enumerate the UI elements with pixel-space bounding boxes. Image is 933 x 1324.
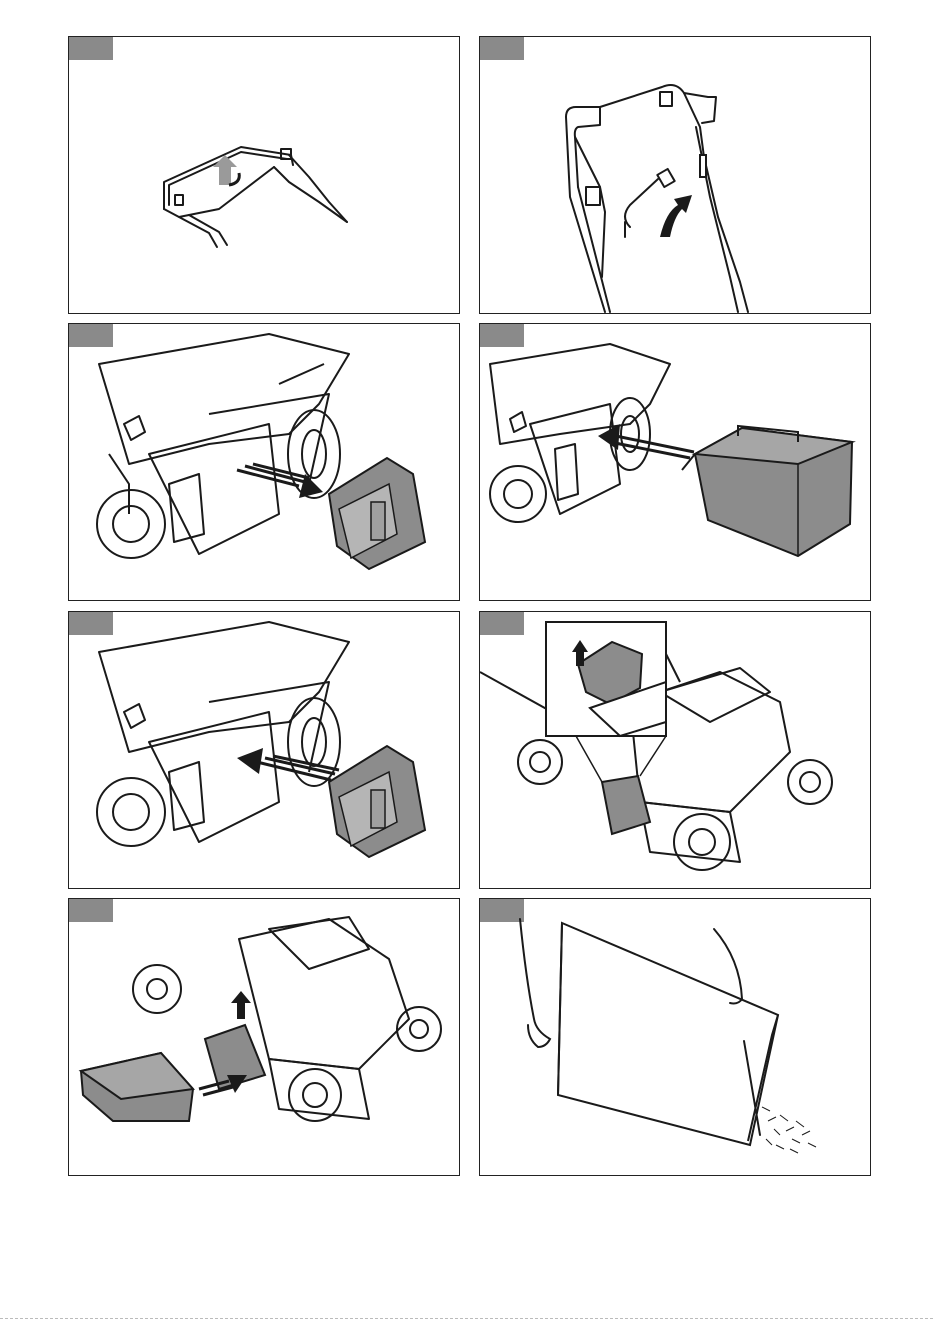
grass-bag-empty-illustration bbox=[480, 899, 870, 1175]
mulch-insert-install-illustration bbox=[69, 612, 459, 888]
panel-side-discharge-attach bbox=[68, 898, 460, 1176]
panel-handle-lever bbox=[479, 36, 871, 314]
page-bottom-rule bbox=[0, 1318, 933, 1319]
grass-bag-attach-illustration bbox=[480, 324, 870, 600]
handle-fold-illustration bbox=[69, 37, 459, 313]
side-flap-lift-illustration bbox=[480, 612, 870, 888]
panel-grass-bag-attach bbox=[479, 323, 871, 601]
panel-handle-fold bbox=[68, 36, 460, 314]
handle-lever-illustration bbox=[480, 37, 870, 313]
side-discharge-attach-illustration bbox=[69, 899, 459, 1175]
panel-mulch-insert-install bbox=[68, 611, 460, 889]
panel-side-flap-lift bbox=[479, 611, 871, 889]
panel-mulch-insert-removal bbox=[68, 323, 460, 601]
mulch-insert-removal-illustration bbox=[69, 324, 459, 600]
panel-grass-bag-empty bbox=[479, 898, 871, 1176]
